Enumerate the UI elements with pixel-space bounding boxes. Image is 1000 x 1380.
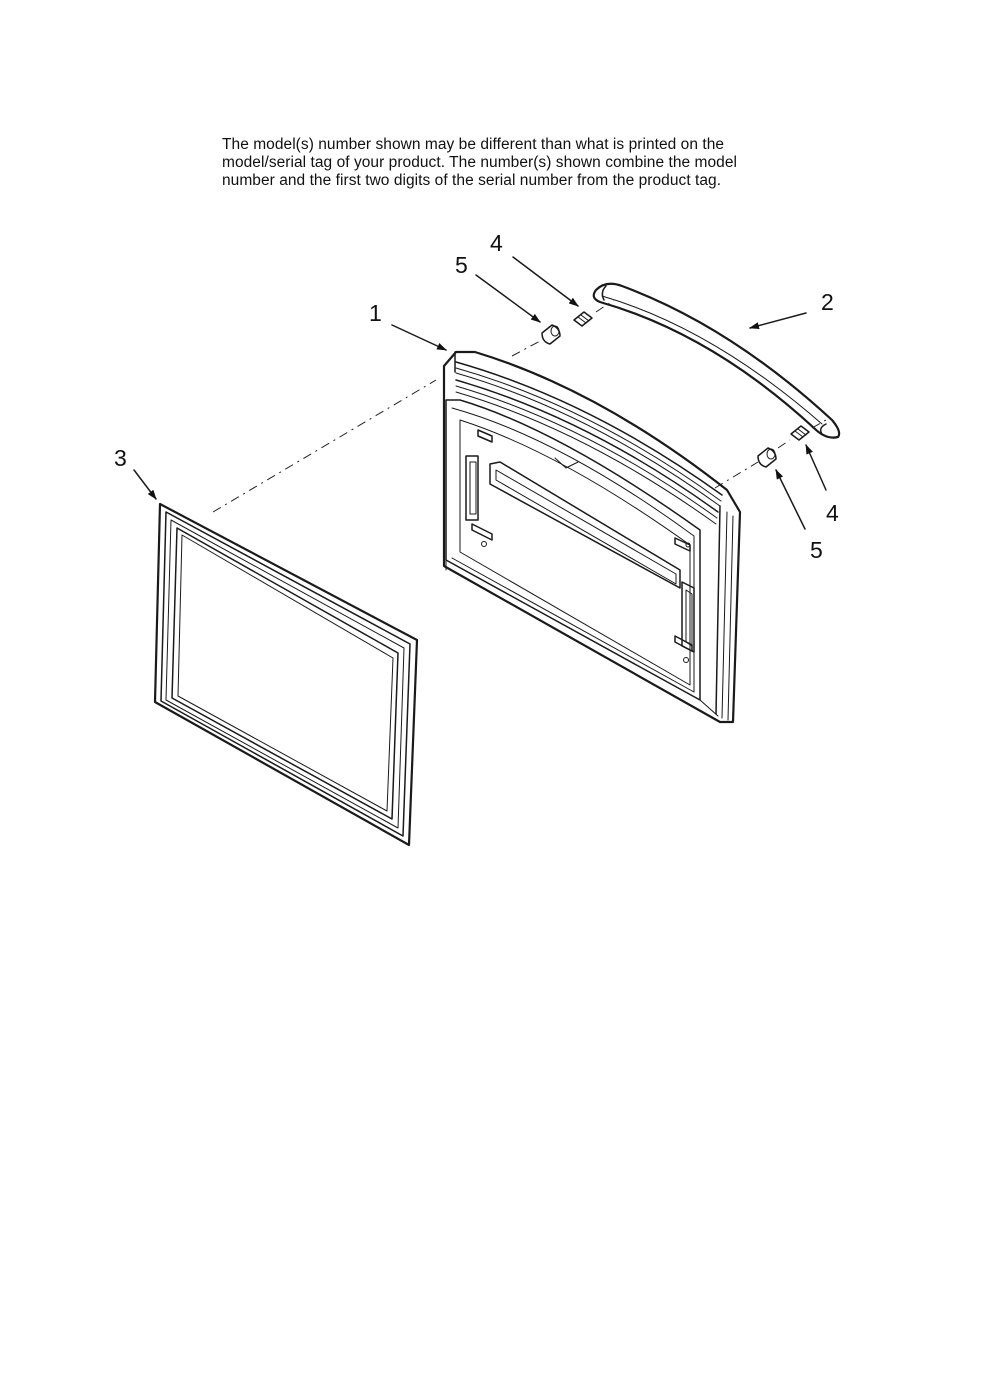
screw-right-part xyxy=(790,425,810,441)
callout-gasket: 3 xyxy=(114,445,127,471)
callout-handle: 2 xyxy=(821,289,834,315)
callout-spacer-top: 5 xyxy=(455,252,468,278)
leader-arrows xyxy=(133,256,827,530)
callout-spacer-right: 5 xyxy=(810,537,823,563)
note-line-1: The model(s) number shown may be differe… xyxy=(222,136,725,153)
screw-top-part xyxy=(573,311,593,327)
callout-screw-top: 4 xyxy=(490,230,503,256)
callout-screw-right: 4 xyxy=(826,500,839,526)
gasket-part xyxy=(153,502,419,847)
note-line-2: model/serial tag of your product. The nu… xyxy=(222,154,738,171)
model-number-note: The model(s) number shown may be differe… xyxy=(222,136,842,190)
handle-part xyxy=(592,282,841,439)
note-line-3: number and the first two digits of the s… xyxy=(222,172,722,189)
spacer-right-part xyxy=(757,447,777,468)
callout-door: 1 xyxy=(369,300,382,326)
assembly-lines xyxy=(212,299,827,513)
spacer-top-part xyxy=(541,324,561,345)
door-part xyxy=(442,350,742,724)
